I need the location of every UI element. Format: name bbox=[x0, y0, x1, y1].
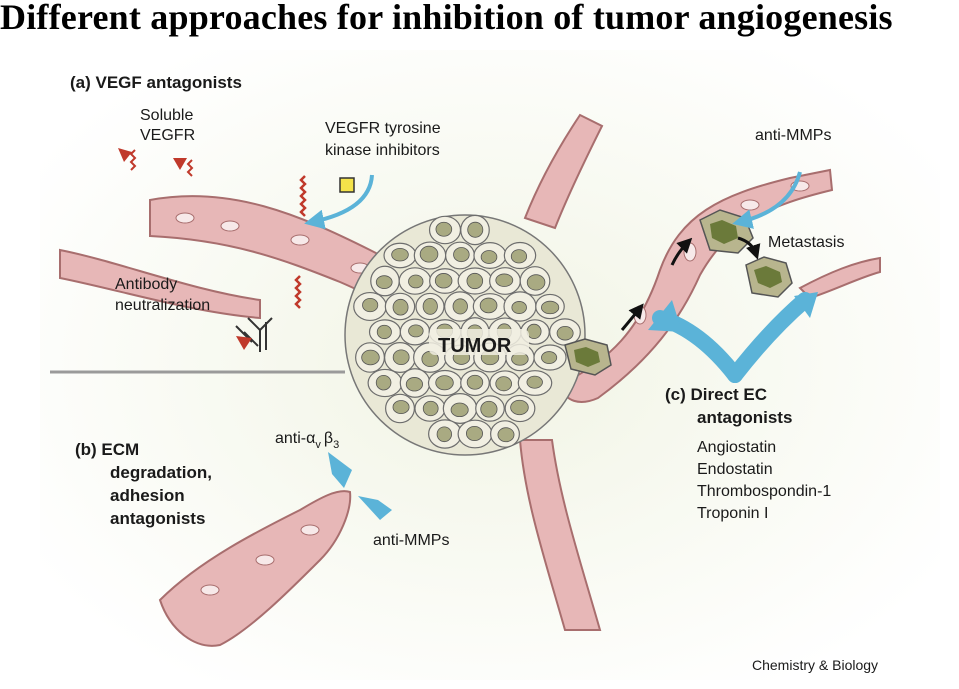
tumor-cell-nucleus bbox=[419, 245, 439, 263]
anti-mmps-label-b: anti-MMPs bbox=[373, 532, 449, 549]
tumor-cell-nucleus bbox=[452, 298, 468, 315]
panel-a-heading: (a) VEGF antagonists bbox=[70, 73, 242, 92]
tumor-cell-nucleus bbox=[375, 374, 392, 391]
panel-c-heading-1: (c) Direct EC bbox=[665, 385, 767, 404]
vegf-receptor-membrane bbox=[294, 175, 307, 309]
metastasis-label: Metastasis bbox=[768, 234, 844, 251]
publisher-credit: Chemistry & Biology bbox=[752, 657, 878, 673]
tumor-cell-nucleus bbox=[526, 274, 546, 291]
panel-b-heading-1: (b) ECM bbox=[75, 440, 139, 459]
tumor-cell-nucleus bbox=[450, 402, 469, 418]
tki-label-2: kinase inhibitors bbox=[325, 142, 440, 159]
panel-b-heading-2: degradation, bbox=[110, 463, 212, 482]
tumor-cell-nucleus bbox=[526, 323, 542, 340]
tumor-cell-nucleus bbox=[556, 325, 574, 341]
vessel-left-lower bbox=[59, 248, 261, 320]
tumor-cell-nucleus bbox=[435, 221, 453, 237]
antibody-label-2: neutralization bbox=[115, 297, 210, 314]
agent-item: Angiostatin bbox=[697, 439, 776, 456]
tumor-cell-nucleus bbox=[480, 250, 498, 264]
tumor-cell-nucleus bbox=[392, 400, 410, 415]
agent-item: Endostatin bbox=[697, 461, 773, 478]
agent-item: Troponin I bbox=[697, 505, 768, 522]
tumor-mass bbox=[344, 214, 586, 456]
tumor-cell-nucleus bbox=[511, 301, 527, 314]
metastasis-arrow bbox=[737, 236, 761, 260]
tumor-cell-nucleus bbox=[495, 376, 512, 392]
tumor-cell-nucleus bbox=[405, 377, 424, 392]
panel-b-heading-3: adhesion bbox=[110, 486, 185, 505]
soluble-label-1: Soluble bbox=[140, 107, 193, 124]
migration-arrow-1 bbox=[620, 303, 644, 331]
metastatic-cell-2 bbox=[745, 256, 793, 298]
anti-integrin-arrowhead bbox=[328, 452, 352, 488]
panel-c-heading-2: antagonists bbox=[697, 408, 792, 427]
agent-item: Thrombospondin-1 bbox=[697, 483, 831, 500]
tumor-label: TUMOR bbox=[438, 335, 512, 357]
tumor-cell-nucleus bbox=[497, 427, 515, 443]
ec-antagonist-fork-arrows bbox=[648, 292, 818, 383]
vessel-top bbox=[523, 113, 604, 230]
anti-mmps-label-c: anti-MMPs bbox=[755, 127, 831, 144]
tumor-cell-nucleus bbox=[408, 324, 424, 338]
tumor-cell-nucleus bbox=[392, 298, 409, 316]
tumor-cell-nucleus bbox=[510, 399, 529, 416]
tumor-cell-nucleus bbox=[375, 275, 393, 290]
tumor-cell-nucleus bbox=[480, 400, 498, 418]
tumor-cell-nucleus bbox=[362, 297, 379, 313]
vessel-bottom-left bbox=[158, 490, 352, 647]
antibody-molecule bbox=[235, 317, 273, 352]
tumor-cell-nucleus bbox=[510, 249, 528, 264]
panel-b-heading-4: antagonists bbox=[110, 509, 205, 528]
tumor-cell-nucleus bbox=[541, 351, 558, 365]
tumor-cell-nucleus bbox=[465, 425, 484, 442]
tumor-cell-nucleus bbox=[435, 375, 454, 391]
tumor-cell-nucleus bbox=[526, 375, 543, 389]
tumor-cell-nucleus bbox=[453, 247, 470, 263]
tki-molecule bbox=[339, 177, 355, 193]
tumor-cell-nucleus bbox=[541, 300, 560, 315]
tumor-cell-nucleus bbox=[408, 274, 424, 289]
vessel-bottom bbox=[518, 439, 602, 631]
soluble-vegfr-molecules bbox=[118, 148, 194, 177]
tumor-cell-nucleus bbox=[434, 273, 453, 289]
tki-label-1: VEGFR tyrosine bbox=[325, 120, 441, 137]
tumor-cell-nucleus bbox=[376, 324, 392, 340]
tumor-cell-nucleus bbox=[392, 349, 410, 366]
tki-arrow bbox=[304, 174, 374, 230]
anti-mmps-arrow-top bbox=[732, 171, 802, 229]
anti-mmps-arrowhead-b bbox=[358, 496, 392, 520]
antibody-label-1: Antibody bbox=[115, 276, 177, 293]
soluble-label-2: VEGFR bbox=[140, 127, 195, 144]
tumor-cell-nucleus bbox=[391, 247, 409, 262]
migration-arrow-2 bbox=[670, 237, 693, 266]
vessel-right-small bbox=[798, 256, 881, 300]
tumor-cell-nucleus bbox=[436, 426, 452, 443]
tumor-cell-nucleus bbox=[361, 349, 380, 366]
slide-title: Different approaches for inhibition of t… bbox=[0, 0, 893, 37]
tumor-cell-nucleus bbox=[422, 297, 438, 315]
tumor-cell-nucleus bbox=[466, 374, 484, 390]
tumor-cell-nucleus bbox=[422, 400, 439, 417]
tumor-cell-nucleus bbox=[495, 273, 514, 287]
tumor-cell-nucleus bbox=[467, 221, 484, 238]
tumor-cell-nucleus bbox=[466, 272, 484, 290]
tumor-cell-nucleus bbox=[479, 297, 498, 314]
intravasating-cell bbox=[564, 338, 612, 376]
tumor-label-backdrop bbox=[429, 329, 529, 355]
